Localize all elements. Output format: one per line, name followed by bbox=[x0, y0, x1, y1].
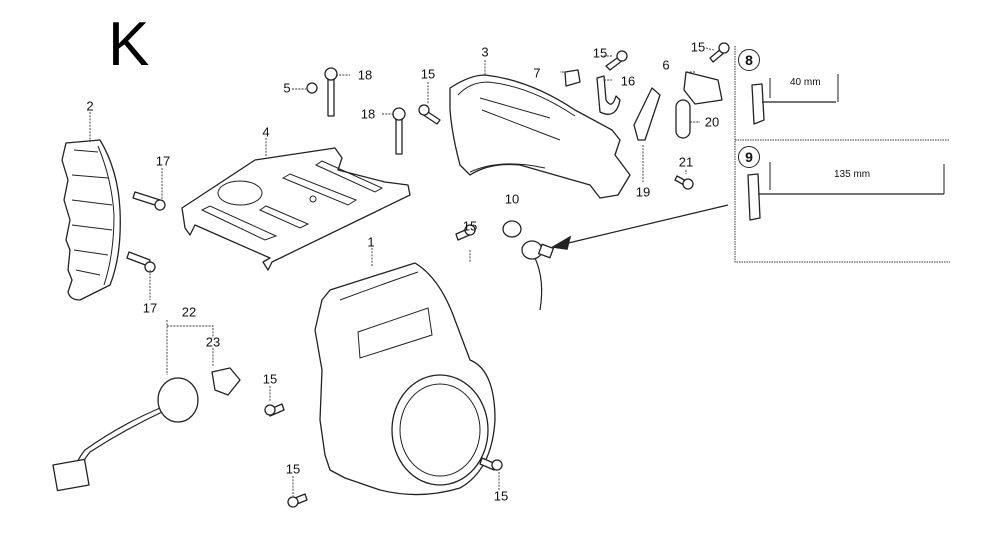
callout-15: 15 bbox=[690, 39, 706, 55]
inset-panel bbox=[734, 46, 950, 263]
callout-1: 1 bbox=[367, 234, 375, 250]
callout-20: 20 bbox=[704, 114, 720, 130]
top-plate-part bbox=[181, 147, 411, 271]
ignition-coil-part bbox=[52, 367, 241, 492]
inset-number-9: 9 bbox=[738, 146, 760, 168]
callout-17: 17 bbox=[142, 300, 158, 316]
callout-3: 3 bbox=[481, 44, 489, 60]
wire-clamp-part bbox=[596, 75, 621, 115]
callout-18: 18 bbox=[360, 106, 376, 122]
tube-part bbox=[675, 99, 691, 139]
callout-15: 15 bbox=[285, 461, 301, 477]
cylinder-cover-part bbox=[449, 74, 631, 199]
callout-4: 4 bbox=[262, 124, 270, 140]
stay-part bbox=[633, 87, 661, 141]
callout-23: 23 bbox=[205, 334, 221, 350]
terminal-part bbox=[521, 240, 554, 311]
leader-lines bbox=[89, 47, 715, 496]
callout-15: 15 bbox=[462, 218, 478, 234]
dimension-40mm: 40 mm bbox=[788, 77, 823, 88]
callout-6: 6 bbox=[662, 57, 670, 73]
inset-number-8: 8 bbox=[738, 49, 760, 71]
reference-arrow bbox=[559, 204, 729, 246]
callout-15: 15 bbox=[420, 66, 436, 82]
clip-part bbox=[564, 69, 581, 87]
callout-19: 19 bbox=[635, 184, 651, 200]
callout-21: 21 bbox=[678, 154, 694, 170]
side-shroud-part bbox=[61, 139, 121, 301]
callout-22: 22 bbox=[181, 304, 197, 320]
callout-17: 17 bbox=[155, 153, 171, 169]
callout-10: 10 bbox=[504, 191, 520, 207]
callout-15: 15 bbox=[592, 45, 608, 61]
arrowhead-icon bbox=[550, 235, 572, 250]
callout-15: 15 bbox=[262, 371, 278, 387]
bolts bbox=[126, 42, 730, 508]
callout-7: 7 bbox=[533, 65, 541, 81]
fan-cover-part bbox=[314, 262, 496, 496]
callout-5: 5 bbox=[283, 80, 291, 96]
section-letter: K bbox=[108, 10, 150, 79]
grommet-part bbox=[502, 220, 522, 238]
callout-18: 18 bbox=[357, 67, 373, 83]
callout-2: 2 bbox=[86, 98, 94, 114]
callout-15: 15 bbox=[493, 488, 509, 504]
callout-16: 16 bbox=[620, 73, 636, 89]
clip-bracket-part bbox=[683, 71, 723, 105]
dimension-135mm: 135 mm bbox=[832, 169, 873, 180]
